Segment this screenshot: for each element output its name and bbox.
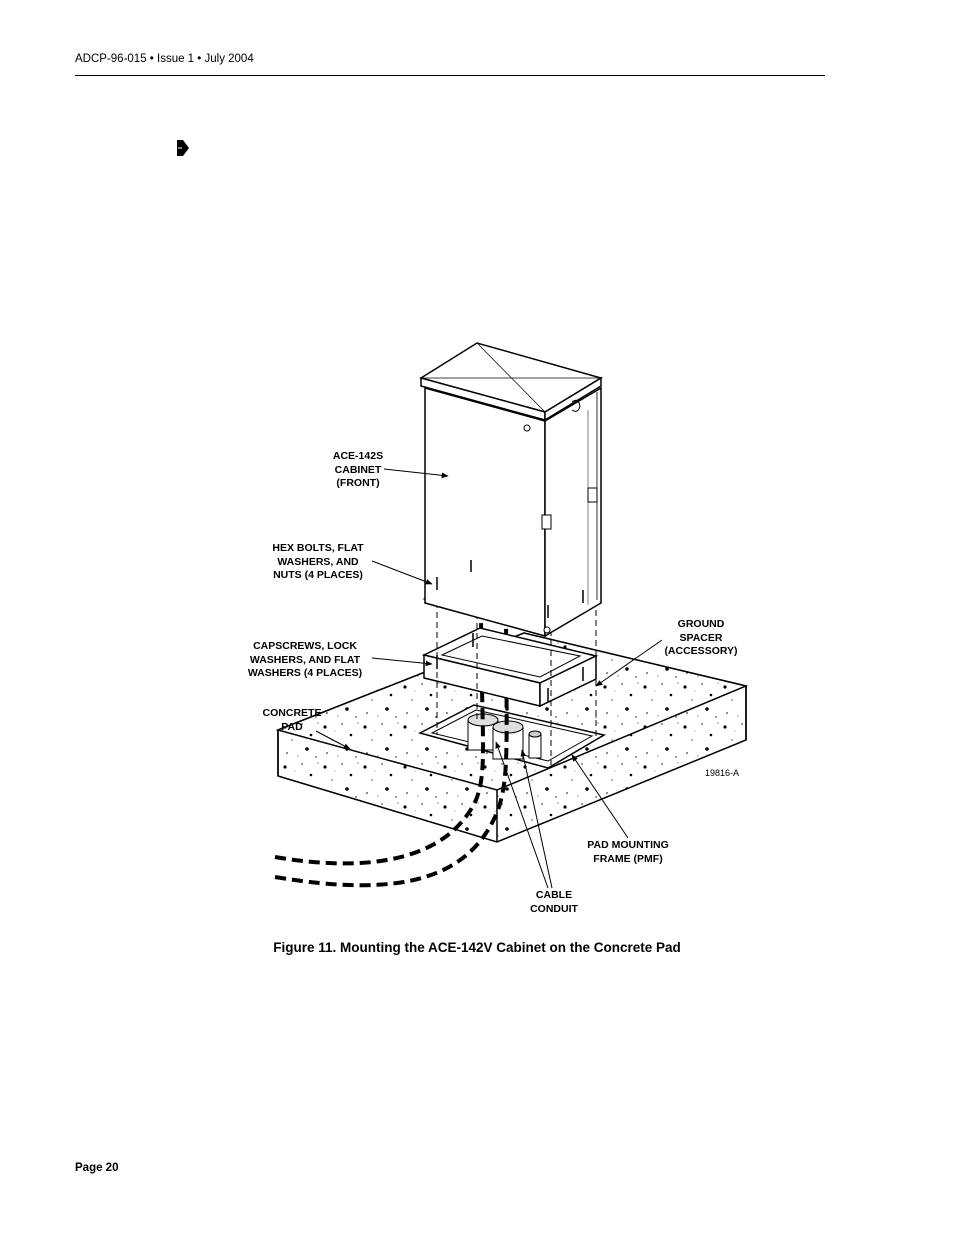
label-hex-bolts: HEX BOLTS, FLAT WASHERS, AND NUTS (4 PLA…	[272, 542, 364, 581]
figure-caption: Figure 11. Mounting the ACE-142V Cabinet…	[273, 940, 681, 955]
label-cable-conduit: CABLE CONDUIT	[530, 889, 578, 915]
page-number: Page 20	[75, 1162, 119, 1174]
label-concrete-pad: CONCRETE PAD	[262, 707, 322, 733]
label-ground-spacer: GROUND SPACER (ACCESSORY)	[664, 618, 738, 657]
cabinet	[419, 342, 603, 638]
figure-number: 19816-A	[705, 768, 740, 778]
bolts	[436, 560, 584, 702]
arrow-bullet-icon	[177, 140, 189, 156]
label-capscrews: CAPSCREWS, LOCK WASHERS, AND FLAT WASHER…	[247, 640, 363, 679]
document-header: ADCP-96-015 • Issue 1 • July 2004	[75, 53, 254, 65]
leader-lines	[315, 468, 663, 889]
label-cabinet: ACE-142S CABINET (FRONT)	[332, 450, 384, 489]
label-pad-mounting-frame: PAD MOUNTING FRAME (PMF)	[587, 839, 669, 865]
header-rule	[75, 75, 825, 76]
cable-paths	[274, 589, 509, 888]
